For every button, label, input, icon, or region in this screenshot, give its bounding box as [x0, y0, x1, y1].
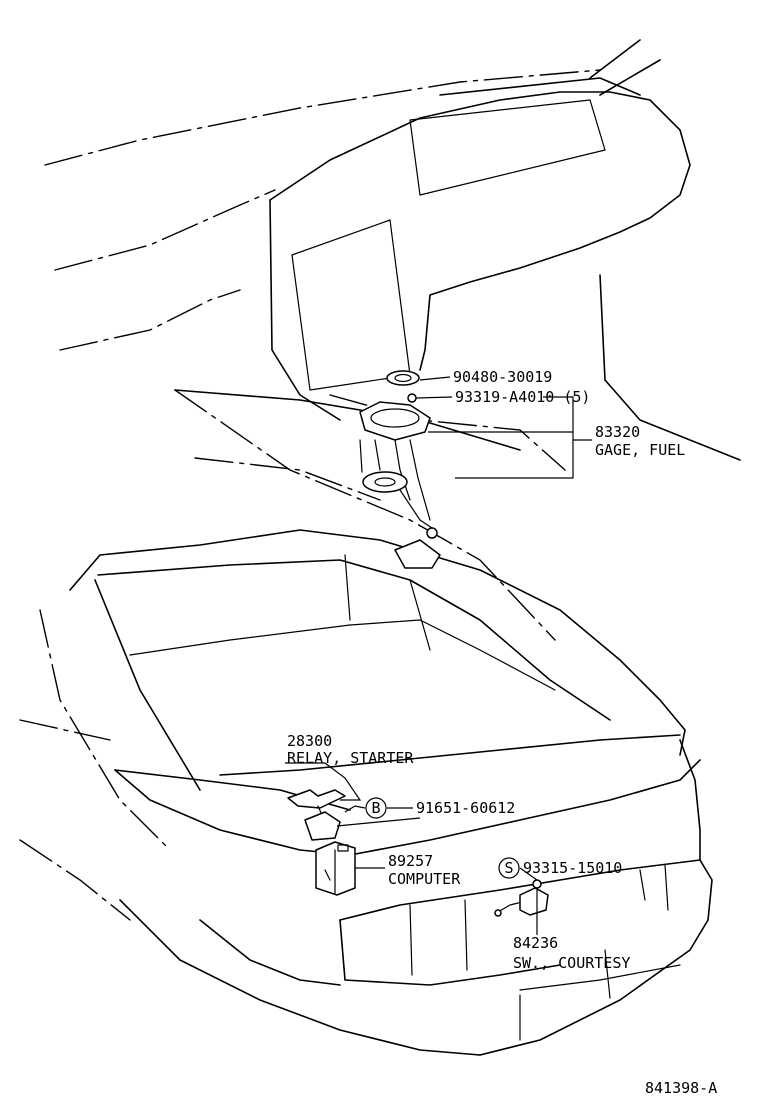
car-interior-outline — [44, 39, 741, 641]
part-number-91651: 91651-60612 — [416, 799, 515, 817]
part-number-83320: 83320 — [595, 423, 640, 441]
badge-b-label: B — [371, 799, 380, 817]
drawing-number: 841398-A — [645, 1079, 717, 1097]
computer-unit — [315, 841, 356, 896]
car-body-outline — [19, 529, 713, 1056]
part-number-84236: 84236 — [513, 934, 558, 952]
badge-b: B — [365, 797, 387, 819]
part-number-89257: 89257 — [388, 852, 433, 870]
part-name-fuel-gage: GAGE, FUEL — [595, 441, 685, 459]
part-number-28300: 28300 — [287, 732, 332, 750]
part-number-90480: 90480-30019 — [453, 368, 552, 386]
courtesy-switch — [494, 879, 549, 917]
part-name-courtesy-switch: SW., COURTESY — [513, 954, 630, 972]
starter-relay — [287, 789, 346, 841]
part-name-computer: COMPUTER — [388, 870, 461, 888]
badge-s: S — [498, 857, 520, 879]
fuel-gage-assembly — [359, 370, 441, 569]
part-number-93315: 93315-15010 — [523, 859, 622, 877]
leader-lines — [285, 376, 592, 935]
callout-labels: 90480-30019 93319-A4010 (5) 83320 GAGE, … — [287, 368, 717, 1097]
part-name-starter-relay: RELAY, STARTER — [287, 749, 414, 767]
badge-s-label: S — [504, 859, 513, 877]
part-number-93319: 93319-A4010 (5) — [455, 388, 590, 406]
